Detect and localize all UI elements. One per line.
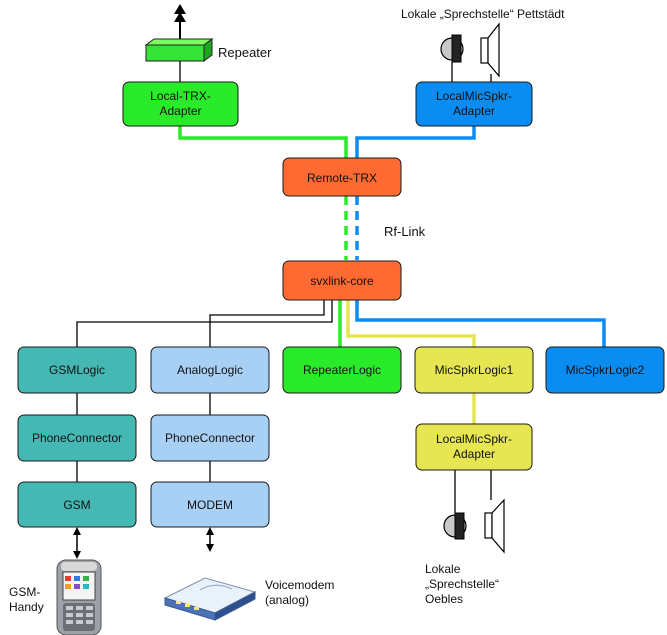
svxlink-core-label: svxlink-core	[310, 274, 374, 288]
local-mic-spkr-adapter-top-node: LocalMicSpkr- Adapter	[415, 81, 533, 127]
repeater-logic-node: RepeaterLogic	[282, 346, 402, 394]
analog-logic-node: AnalogLogic	[150, 346, 270, 394]
phone-connector-analog-node: PhoneConnector	[150, 414, 270, 462]
connectors	[76, 62, 606, 513]
rf-link-label: Rf-Link	[384, 224, 426, 239]
mic-adapter-bottom-line2: Adapter	[453, 447, 495, 461]
local-trx-adapter-node: Local-TRX- Adapter	[122, 81, 239, 127]
remote-trx-node: Remote-TRX	[282, 157, 402, 197]
mic-spkr-logic1-label: MicSpkrLogic1	[435, 363, 514, 377]
repeater-logic-label: RepeaterLogic	[303, 363, 381, 377]
mic-adapter-top-line2: Adapter	[453, 104, 495, 118]
mic-spkr-logic1-node: MicSpkrLogic1	[414, 346, 534, 394]
local-mic-spkr-adapter-bottom-node: LocalMicSpkr- Adapter	[415, 423, 533, 471]
local-trx-adapter-line1: Local-TRX-	[150, 89, 211, 103]
analog-logic-label: AnalogLogic	[177, 363, 243, 377]
gsm-node: GSM	[17, 481, 137, 528]
speaker-icon	[480, 22, 500, 78]
local-trx-adapter-line2: Adapter	[159, 104, 201, 118]
gsm-logic-node: GSMLogic	[17, 346, 137, 394]
gsm-handy-label-line2: Handy	[9, 600, 44, 614]
antenna-icon	[174, 4, 186, 40]
phone-connector-analog-label: PhoneConnector	[165, 431, 255, 445]
repeater-label: Repeater	[218, 45, 272, 60]
link-mic-remote	[355, 126, 476, 158]
mic-adapter-top-line1: LocalMicSpkr-	[436, 89, 512, 103]
speaker-icon-bottom	[484, 498, 505, 554]
svxlink-core-node: svxlink-core	[282, 260, 402, 301]
mic-adapter-bottom-line1: LocalMicSpkr-	[436, 432, 512, 446]
remote-trx-label: Remote-TRX	[307, 171, 377, 185]
mobile-phone-icon	[56, 559, 102, 635]
microphone-icon-bottom	[443, 512, 467, 540]
station-top-label: Lokale „Sprechstelle“ Pettstädt	[401, 7, 565, 21]
microphone-icon	[440, 34, 464, 63]
station-bottom-label-line3: Oebles	[425, 592, 463, 606]
gsm-double-arrow	[73, 527, 81, 559]
link-core-mic1	[346, 300, 476, 347]
voicemodem-label-line1: Voicemodem	[265, 578, 334, 592]
voicemodem-label-line2: (analog)	[265, 593, 309, 607]
station-bottom-label-line1: Lokale	[425, 562, 461, 576]
link-core-analog	[209, 300, 325, 347]
voicemodem-icon	[163, 577, 257, 621]
phone-connector-gsm-label: PhoneConnector	[32, 431, 122, 445]
station-bottom-label-line2: „Sprechstelle“	[425, 577, 499, 591]
gsm-label: GSM	[63, 498, 90, 512]
gsm-handy-label-line1: GSM-	[9, 585, 40, 599]
link-core-gsm	[76, 300, 333, 347]
modem-label: MODEM	[187, 498, 233, 512]
link-core-mic2	[355, 300, 606, 347]
mic-spkr-logic2-label: MicSpkrLogic2	[566, 363, 645, 377]
modem-node: MODEM	[150, 481, 270, 528]
gsm-logic-label: GSMLogic	[49, 363, 105, 377]
modem-double-arrow	[206, 527, 214, 552]
repeater-box-icon	[144, 38, 214, 62]
mic-spkr-logic2-node: MicSpkrLogic2	[545, 346, 665, 394]
phone-connector-gsm-node: PhoneConnector	[17, 414, 137, 462]
link-local-trx-remote	[178, 126, 348, 158]
